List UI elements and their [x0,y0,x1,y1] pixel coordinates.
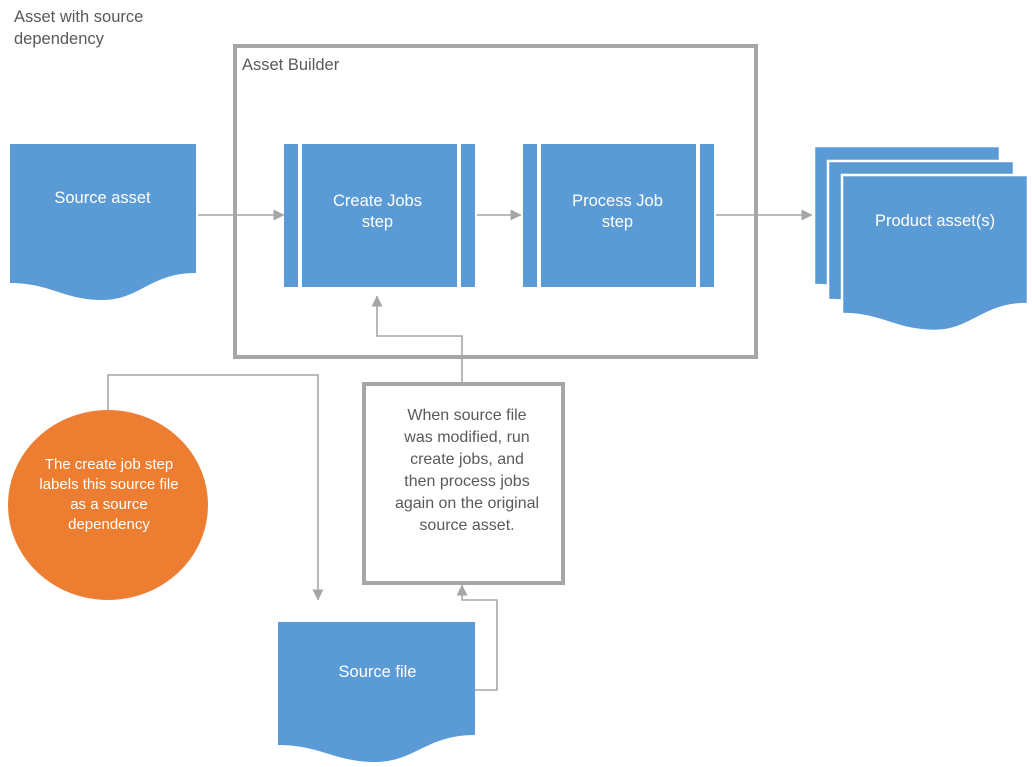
create-jobs-step-shape[interactable] [284,144,475,287]
source-asset-shape[interactable] [10,144,196,300]
connector-note-to-create-jobs [371,295,463,382]
source-file-shape[interactable] [278,622,475,762]
box-note-label: When source file was modified, run creat… [394,407,540,535]
box-note-shape[interactable] [362,382,565,585]
circle-note-shape[interactable] [8,410,208,600]
connector-source-file-to-note [456,584,498,691]
connector-circle-to-source-file [107,374,324,601]
product-assets-shape[interactable] [812,144,1030,333]
asset-builder-container [233,44,758,359]
process-job-step-shape[interactable] [523,144,714,287]
asset-builder-container-label: Asset Builder [242,56,340,74]
page-title: Asset with source dependency [14,8,144,49]
